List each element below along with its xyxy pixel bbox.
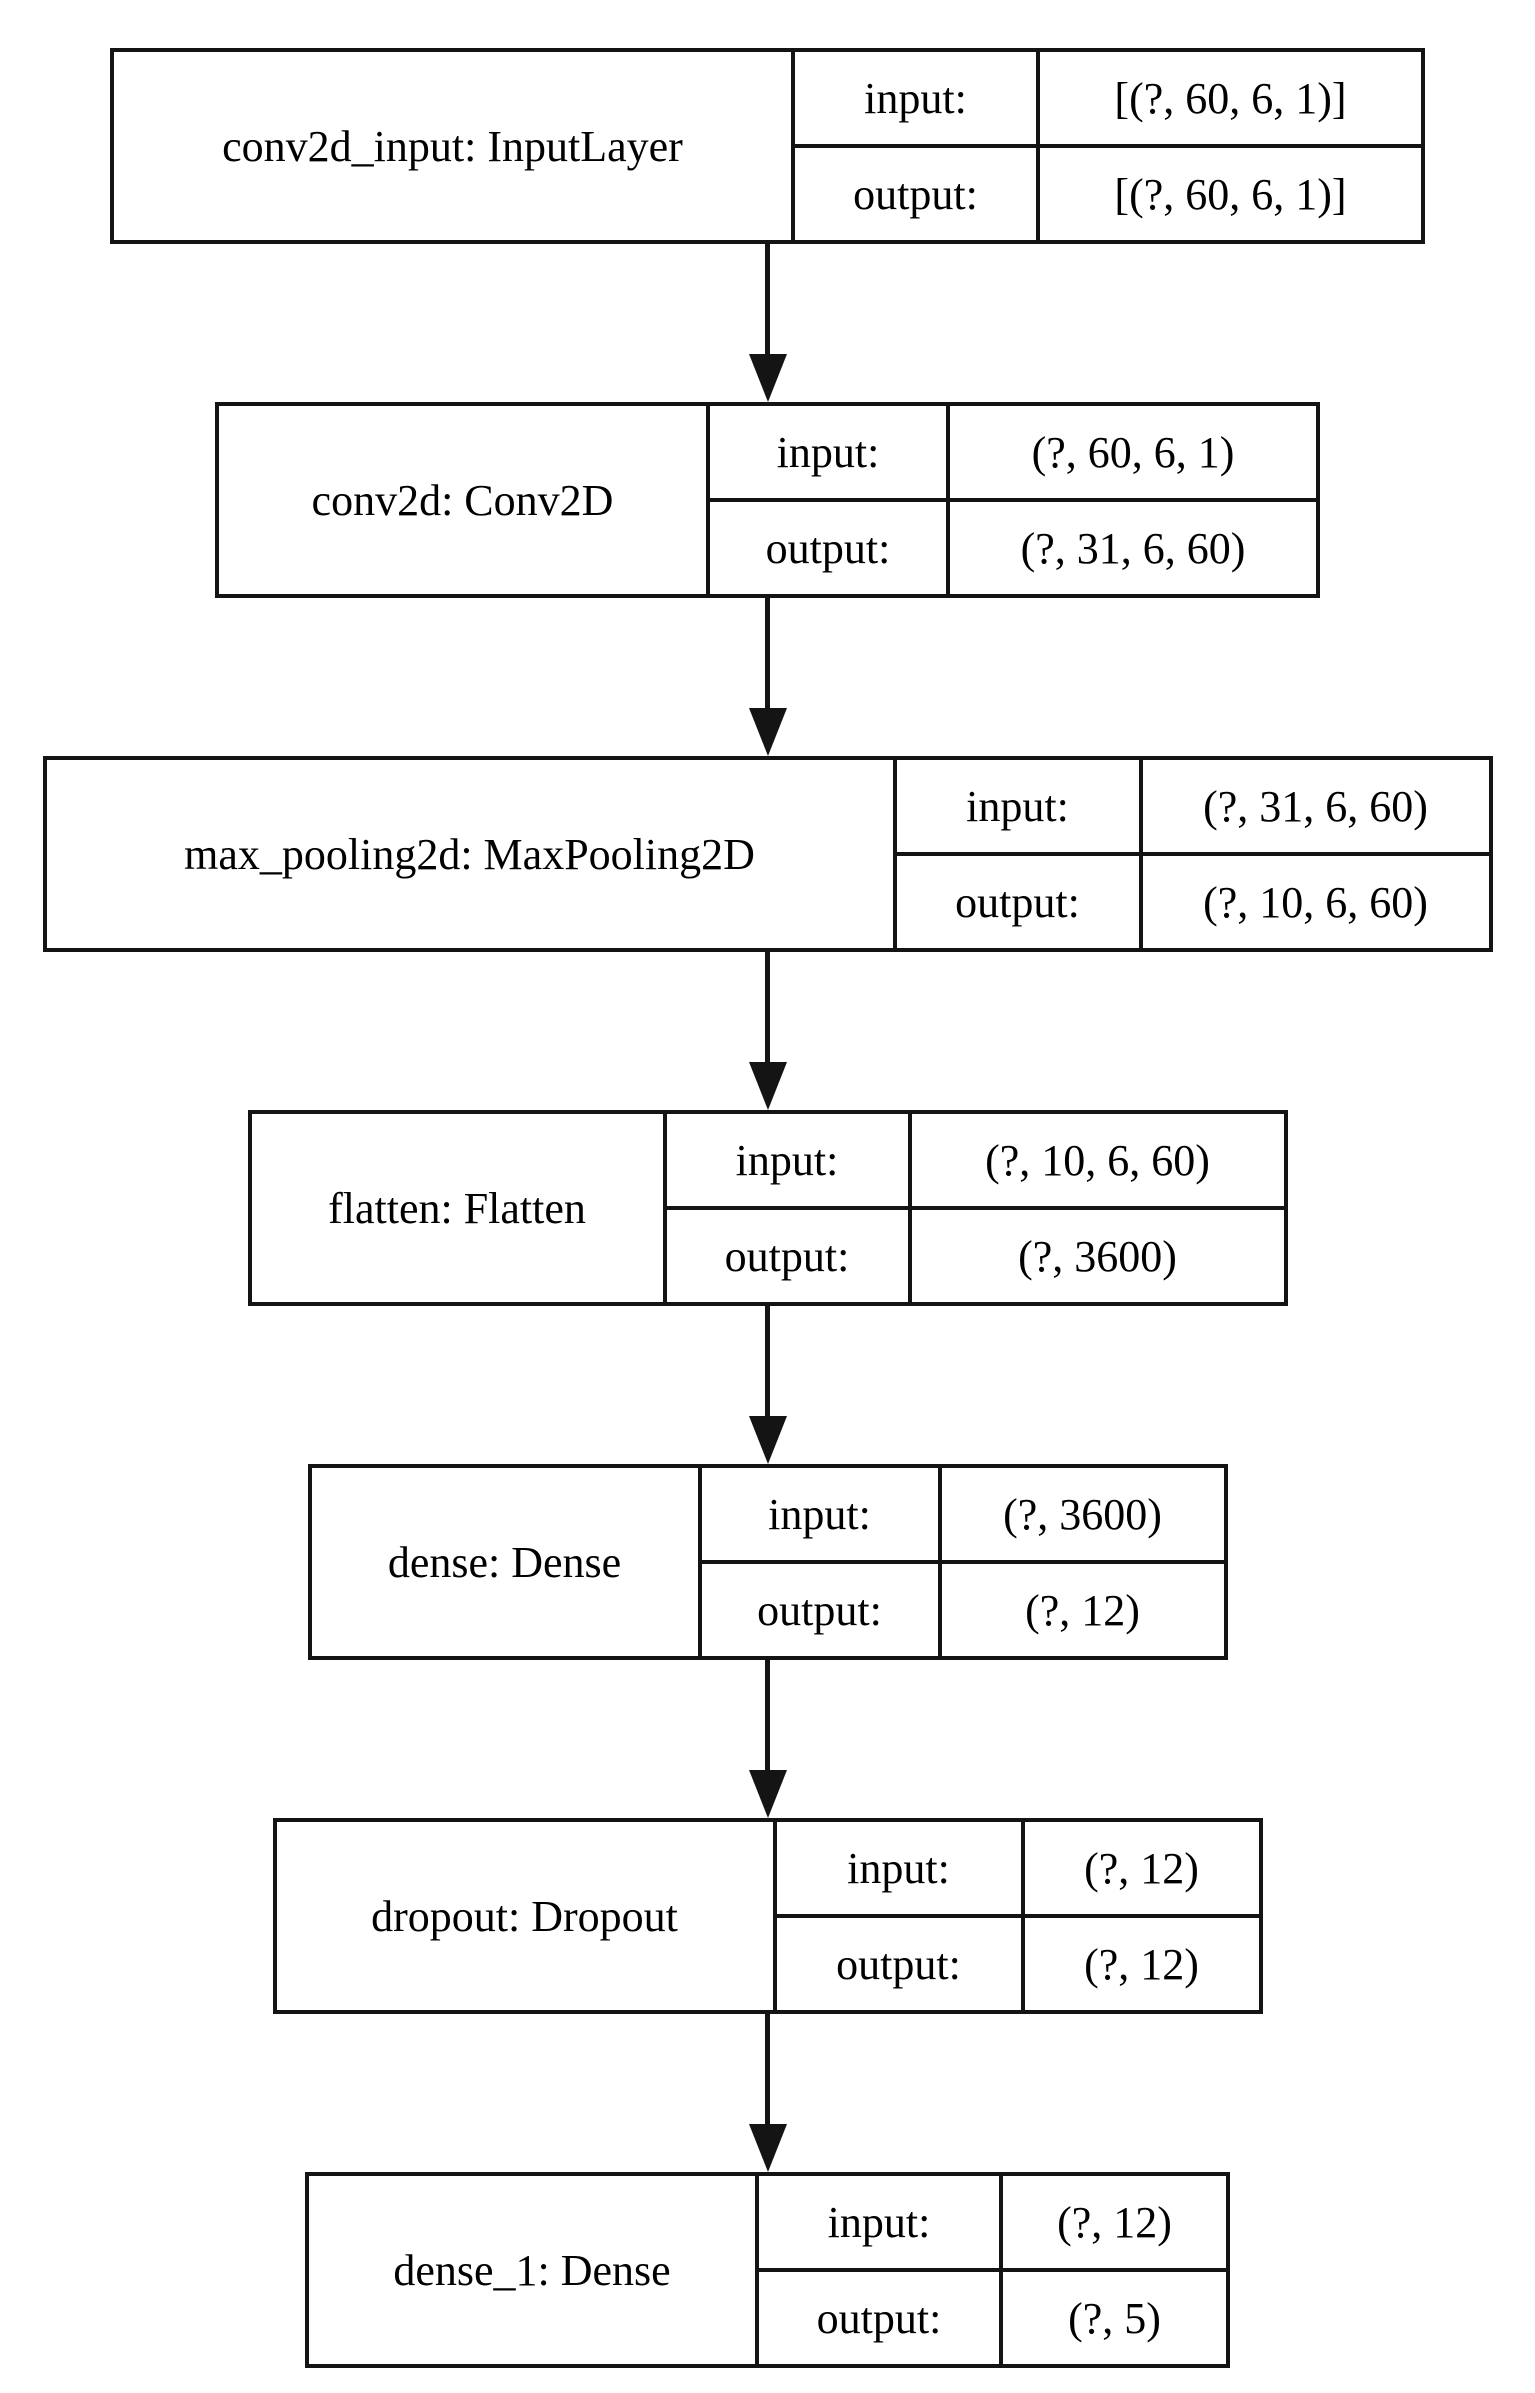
layer-node-max-pooling2d: max_pooling2d: MaxPooling2D input: (?, 3…	[42, 756, 1493, 952]
input-label: input:	[759, 2176, 1003, 2268]
output-shape-value: (?, 5)	[1068, 2293, 1161, 2343]
layer-name: dense_1: Dense	[309, 2176, 759, 2364]
input-shape-value: (?, 12)	[1084, 1843, 1199, 1893]
io-table: input: (?, 12) output: (?, 5)	[759, 2176, 1226, 2364]
output-shape-value: (?, 10, 6, 60)	[1203, 877, 1428, 927]
arrowhead-down-icon	[748, 2124, 787, 2172]
layer-node-conv2d-input: conv2d_input: InputLayer input: [(?, 60,…	[110, 48, 1425, 244]
layer-name: max_pooling2d: MaxPooling2D	[47, 760, 897, 948]
input-label: input:	[777, 1822, 1025, 1914]
output-shape-value: (?, 31, 6, 60)	[1020, 523, 1246, 573]
io-table: input: (?, 3600) output: (?, 12)	[701, 1468, 1224, 1656]
input-label: input:	[702, 1468, 942, 1560]
flow-arrow	[748, 952, 787, 1110]
arrowhead-down-icon	[748, 354, 787, 402]
output-label: output:	[710, 502, 950, 594]
input-shape-value: (?, 31, 6, 60)	[1203, 781, 1428, 831]
flow-arrow	[748, 1306, 787, 1464]
output-label: output:	[897, 856, 1143, 948]
output-row: output: [(?, 60, 6, 1)]	[795, 144, 1421, 240]
io-table: input: (?, 31, 6, 60) output: (?, 10, 6,…	[896, 760, 1489, 948]
arrow-shaft	[765, 1660, 770, 1770]
arrowhead-down-icon	[748, 1062, 787, 1110]
output-row: output: (?, 3600)	[666, 1206, 1284, 1302]
input-label: input:	[897, 760, 1143, 852]
input-row: input: [(?, 60, 6, 1)]	[795, 52, 1421, 144]
output-row: output: (?, 5)	[759, 2268, 1226, 2364]
layer-name: conv2d_input: InputLayer	[114, 52, 795, 240]
arrow-shaft	[765, 1306, 770, 1416]
output-row: output: (?, 12)	[776, 1914, 1259, 2010]
arrow-shaft	[765, 2014, 770, 2124]
io-table: input: (?, 60, 6, 1) output: (?, 31, 6, …	[710, 406, 1316, 594]
output-shape-value: (?, 12)	[1025, 1585, 1140, 1635]
output-label: output:	[667, 1210, 912, 1302]
layer-node-dense-1: dense_1: Dense input: (?, 12) output: (?…	[305, 2172, 1230, 2368]
layer-name: dropout: Dropout	[277, 1822, 777, 2010]
arrow-shaft	[765, 598, 770, 708]
input-shape-value: (?, 12)	[1057, 2197, 1172, 2247]
input-label: input:	[795, 52, 1040, 144]
input-shape-value: (?, 60, 6, 1)	[1031, 427, 1235, 477]
io-table: input: [(?, 60, 6, 1)] output: [(?, 60, …	[795, 52, 1421, 240]
output-shape-value: [(?, 60, 6, 1)]	[1114, 169, 1347, 219]
output-label: output:	[777, 1918, 1025, 2010]
layer-node-dropout: dropout: Dropout input: (?, 12) output: …	[272, 1818, 1263, 2014]
input-row: input: (?, 60, 6, 1)	[710, 406, 1316, 498]
output-row: output: (?, 12)	[701, 1560, 1224, 1656]
input-row: input: (?, 12)	[759, 2176, 1226, 2268]
layer-name: dense: Dense	[312, 1468, 702, 1656]
output-label: output:	[759, 2272, 1003, 2364]
arrowhead-down-icon	[748, 708, 787, 756]
output-shape-value: (?, 12)	[1084, 1939, 1199, 1989]
input-shape-value: (?, 10, 6, 60)	[985, 1135, 1210, 1185]
layer-node-flatten: flatten: Flatten input: (?, 10, 6, 60) o…	[247, 1110, 1288, 1306]
input-shape-value: [(?, 60, 6, 1)]	[1114, 73, 1347, 123]
arrow-shaft	[765, 244, 770, 354]
output-label: output:	[795, 148, 1040, 240]
io-table: input: (?, 12) output: (?, 12)	[776, 1822, 1259, 2010]
arrowhead-down-icon	[748, 1416, 787, 1464]
arrow-shaft	[765, 952, 770, 1062]
flow-arrow	[748, 598, 787, 756]
input-label: input:	[710, 406, 950, 498]
layer-name: conv2d: Conv2D	[219, 406, 710, 594]
flow-arrow	[748, 1660, 787, 1818]
output-label: output:	[702, 1564, 942, 1656]
input-label: input:	[667, 1114, 912, 1206]
input-row: input: (?, 12)	[777, 1822, 1259, 1914]
input-shape-value: (?, 3600)	[1003, 1489, 1162, 1539]
layer-node-conv2d: conv2d: Conv2D input: (?, 60, 6, 1) outp…	[215, 402, 1320, 598]
input-row: input: (?, 31, 6, 60)	[897, 760, 1489, 852]
layer-name: flatten: Flatten	[252, 1114, 667, 1302]
output-shape-value: (?, 3600)	[1018, 1231, 1177, 1281]
output-row: output: (?, 10, 6, 60)	[896, 852, 1489, 948]
flow-arrow	[748, 2014, 787, 2172]
output-row: output: (?, 31, 6, 60)	[710, 498, 1316, 594]
layer-node-dense: dense: Dense input: (?, 3600) output: (?…	[307, 1464, 1228, 1660]
io-table: input: (?, 10, 6, 60) output: (?, 3600)	[666, 1114, 1284, 1302]
flow-arrow	[748, 244, 787, 402]
input-row: input: (?, 3600)	[702, 1468, 1224, 1560]
arrowhead-down-icon	[748, 1770, 787, 1818]
input-row: input: (?, 10, 6, 60)	[667, 1114, 1284, 1206]
